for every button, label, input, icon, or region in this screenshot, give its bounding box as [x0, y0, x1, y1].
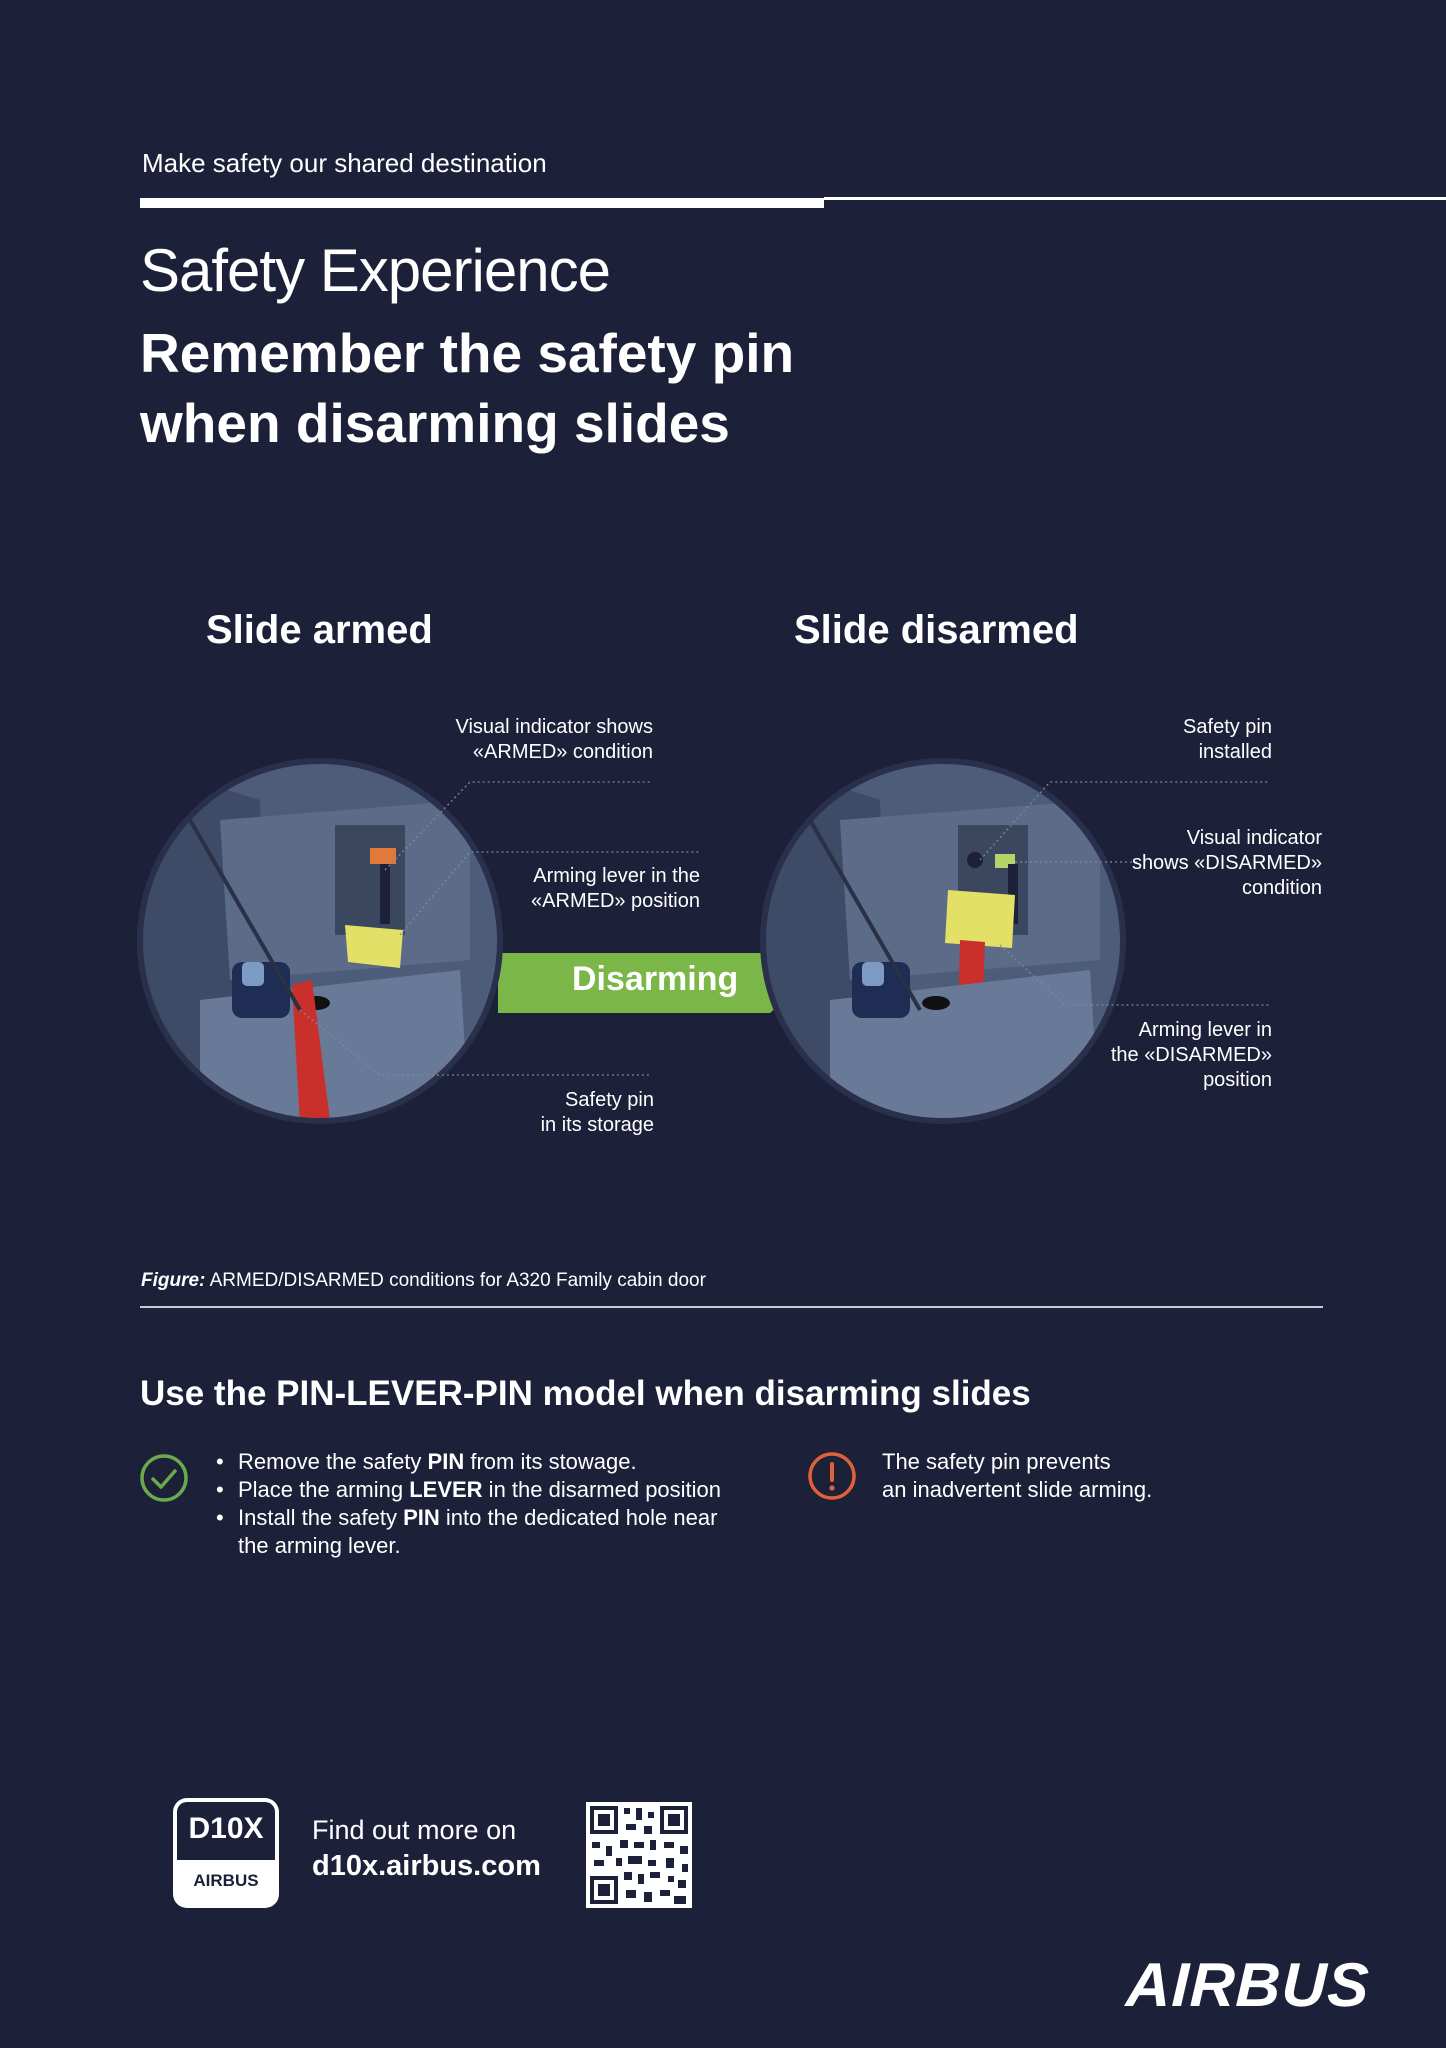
find-out-more-link[interactable]: d10x.airbus.com	[312, 1850, 541, 1882]
callout-line: Arming lever in	[1138, 1019, 1272, 1041]
callout-armed-arming-lever: Arming lever in the «ARMED» position	[400, 864, 700, 914]
step-text: Remove the safety	[238, 1449, 428, 1474]
step-text: Place the arming	[238, 1477, 410, 1502]
callout-armed-safety-pin: Safety pin in its storage	[354, 1088, 654, 1138]
callout-line: Safety pin	[1183, 716, 1272, 738]
step-keyword: PIN	[403, 1505, 440, 1530]
callout-armed-visual-indicator: Visual indicator shows «ARMED» condition	[353, 715, 653, 765]
page-title: Remember the safety pin when disarming s…	[140, 318, 1040, 458]
figure-caption-label: Figure:	[141, 1270, 206, 1291]
callout-line: Visual indicator shows	[455, 716, 653, 738]
slide-disarmed-title: Slide disarmed	[794, 608, 1079, 652]
warning-note: The safety pin prevents an inadvertent s…	[882, 1448, 1202, 1504]
airbus-logo: AIRBUS	[1124, 1951, 1371, 2020]
model-title: Use the PIN-LEVER-PIN model when disarmi…	[140, 1374, 1031, 1413]
callout-line: in its storage	[540, 1114, 654, 1136]
warning-note-line: The safety pin prevents	[882, 1449, 1111, 1474]
step-text: Install the safety	[238, 1505, 404, 1530]
header-rule-thin	[824, 197, 1446, 200]
callout-line: installed	[1198, 741, 1272, 763]
callout-line: the «DISARMED»	[1110, 1044, 1272, 1066]
callout-line: shows «DISARMED»	[1131, 852, 1322, 874]
disarmed-door-view	[763, 761, 1123, 1121]
callout-line: position	[1203, 1069, 1272, 1091]
callout-line: Safety pin	[565, 1089, 654, 1111]
armed-door-view	[140, 761, 500, 1121]
warning-note-line: an inadvertent slide arming.	[882, 1477, 1153, 1502]
header-rule-thick	[140, 198, 824, 208]
page-title-line2: when disarming slides	[140, 392, 730, 454]
step-text: in the disarmed position	[482, 1477, 722, 1502]
callout-line: «ARMED» position	[531, 890, 700, 912]
list-item: Remove the safety PIN from its stowage.	[212, 1448, 732, 1476]
qr-code-icon[interactable]	[586, 1802, 692, 1908]
step-text: from its stowage.	[464, 1449, 637, 1474]
callout-disarmed-safety-pin: Safety pin installed	[1012, 715, 1272, 765]
d10x-badge-brand: AIRBUS	[193, 1871, 259, 1890]
disarming-arrow	[498, 953, 804, 1013]
callout-disarmed-visual-indicator: Visual indicator shows «DISARMED» condit…	[1062, 826, 1322, 901]
find-out-more: Find out more on d10x.airbus.com	[312, 1812, 541, 1884]
warning-icon	[808, 1452, 856, 1500]
callout-line: condition	[1241, 877, 1322, 899]
step-keyword: LEVER	[409, 1477, 483, 1502]
step-keyword: PIN	[427, 1449, 465, 1474]
find-out-more-text: Find out more on	[312, 1815, 517, 1845]
list-item: Place the arming LEVER in the disarmed p…	[212, 1476, 732, 1504]
disarming-arrow-label: Disarming	[572, 960, 739, 998]
steps-list: Remove the safety PIN from its stowage. …	[212, 1448, 732, 1560]
section-divider	[140, 1306, 1323, 1308]
check-icon	[140, 1454, 188, 1502]
figure-caption: Figure: ARMED/DISARMED conditions for A3…	[141, 1270, 706, 1292]
slide-armed-title: Slide armed	[206, 608, 433, 652]
d10x-badge: D10X AIRBUS	[173, 1798, 279, 1908]
callout-line: Arming lever in the	[533, 865, 700, 887]
list-item: Install the safety PIN into the dedicate…	[212, 1504, 732, 1560]
step-text: into the dedicated hole near the arming …	[238, 1505, 718, 1558]
callout-disarmed-arming-lever: Arming lever in the «DISARMED» position	[1012, 1018, 1272, 1093]
figure-caption-text: ARMED/DISARMED conditions for A320 Famil…	[205, 1270, 706, 1291]
section-kicker: Safety Experience	[140, 237, 611, 304]
callout-line: Visual indicator	[1186, 827, 1322, 849]
d10x-badge-title: D10X	[188, 1812, 264, 1845]
tagline: Make safety our shared destination	[142, 148, 547, 178]
page-title-line1: Remember the safety pin	[140, 322, 795, 384]
callout-line: «ARMED» condition	[472, 741, 653, 763]
